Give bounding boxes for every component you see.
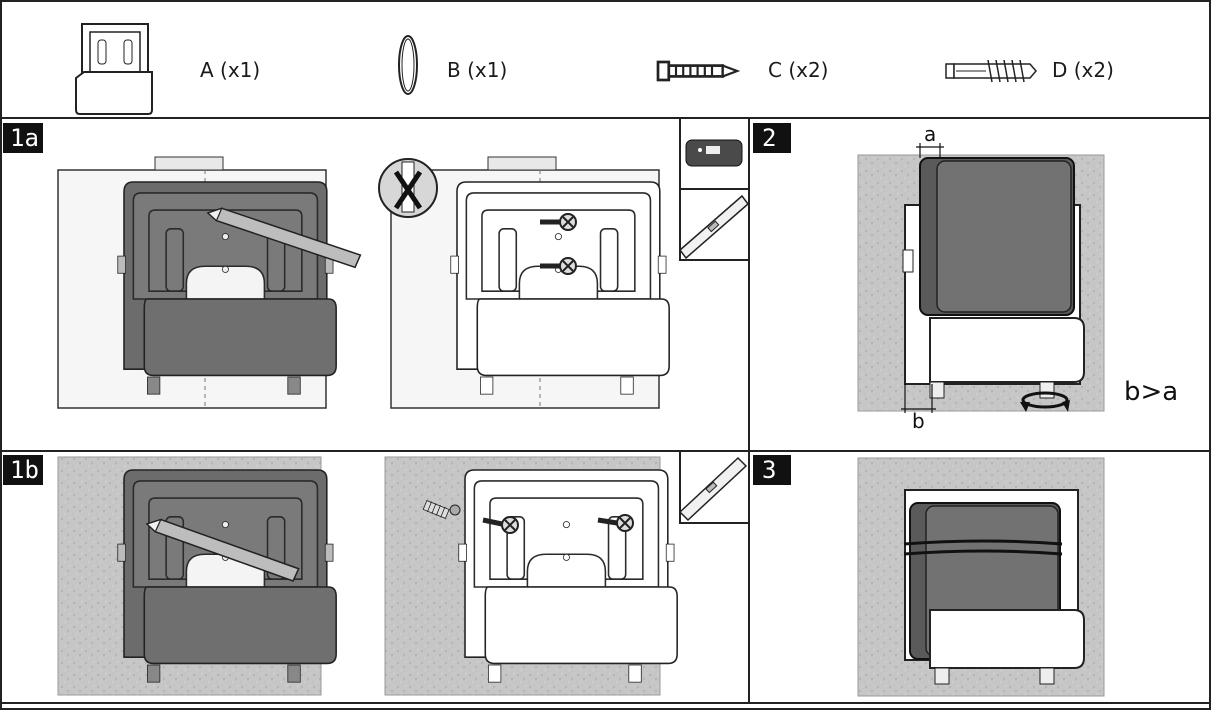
step-1a-panel: 1a	[3, 117, 750, 409]
strap-ring-icon	[398, 35, 418, 95]
step-1a-badge	[3, 123, 43, 153]
wood-wall-marking	[57, 156, 362, 409]
wood-wall-mounted	[378, 156, 670, 409]
media-device	[919, 157, 1075, 316]
concrete-wall-marking	[57, 456, 337, 696]
screw-head-icon	[559, 257, 577, 275]
no-wall-plug-icon	[378, 158, 438, 218]
step-2-badge	[753, 123, 791, 153]
wall-plug-icon	[422, 500, 450, 519]
wall-bracket-icon	[75, 23, 153, 115]
wall-plug-icon	[945, 59, 1037, 83]
spirit-level-box	[678, 450, 750, 524]
part-b-label: B (x1)	[447, 58, 507, 82]
step-3-panel: 3	[753, 455, 1105, 697]
strap-icon	[903, 539, 1063, 556]
part-d-label: D (x2)	[1052, 58, 1114, 82]
concrete-wall-mounted	[384, 456, 678, 696]
step-1b-badge	[3, 455, 43, 485]
spirit-level-icon	[678, 456, 748, 522]
parts-row: A (x1) B (x1) C (x2) D (x2)	[75, 23, 1114, 115]
step-1b-label: 1b	[10, 456, 39, 484]
step-2-panel: 2 a b b>a	[753, 122, 1178, 433]
step-3-label: 3	[762, 456, 776, 484]
screw-head-icon	[501, 516, 519, 534]
rule-b-greater-a: b>a	[1124, 377, 1178, 407]
spirit-level-icon	[678, 194, 750, 260]
step-1a-label: 1a	[10, 124, 39, 152]
step-3-badge	[753, 455, 791, 485]
screw-head-icon	[559, 213, 577, 231]
step-1b-panel: 1b	[3, 450, 750, 696]
stud-finder-icon	[685, 139, 743, 167]
tools-box	[678, 117, 750, 261]
part-c-label: C (x2)	[768, 58, 829, 82]
dimension-a-label: a	[924, 122, 936, 146]
screw-head-icon	[616, 514, 634, 532]
dimension-b-label: b	[912, 409, 925, 433]
part-a-label: A (x1)	[200, 58, 260, 82]
rotate-arrow-icon	[1020, 391, 1070, 412]
step-2-label: 2	[762, 124, 776, 152]
